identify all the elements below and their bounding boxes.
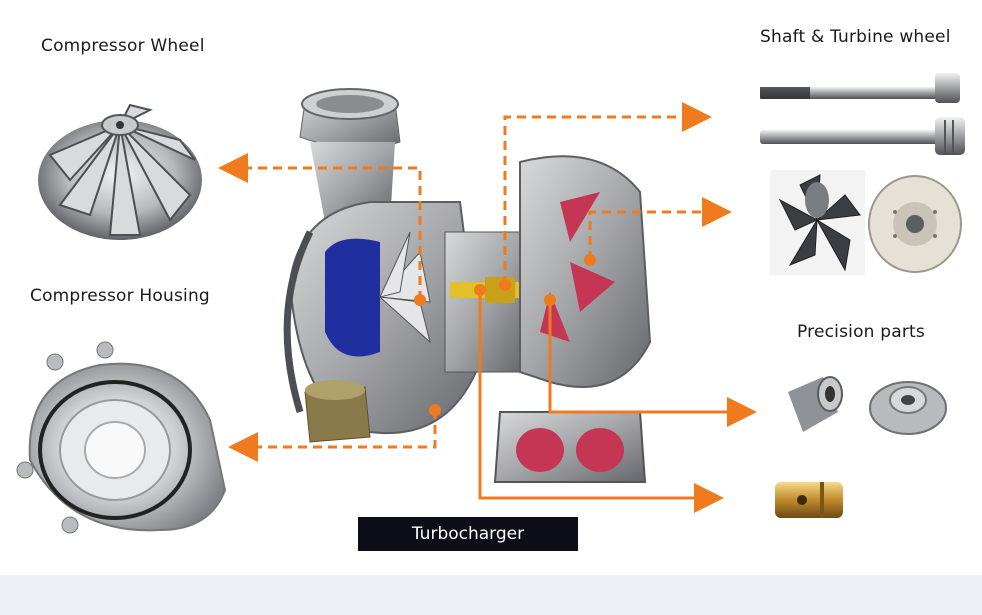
label-precision-parts: Precision parts: [797, 322, 925, 342]
label-compressor-housing: Compressor Housing: [30, 286, 210, 306]
turbocharger-caption: Turbocharger: [358, 517, 578, 551]
brass-bearing-image: [775, 482, 843, 518]
turbocharger-cutaway-image: [283, 88, 652, 483]
shaft-image: [760, 73, 965, 155]
compressor-housing-image: [16, 341, 227, 534]
bushing-image: [788, 376, 843, 432]
footer-band: [0, 575, 982, 615]
label-compressor-wheel: Compressor Wheel: [41, 36, 205, 56]
bearing-disc-image: [868, 175, 962, 273]
turbine-wheel-image: [770, 170, 865, 275]
thrust-collar-image: [869, 381, 947, 435]
compressor-wheel-image: [38, 103, 202, 240]
label-shaft-turbine-wheel: Shaft & Turbine wheel: [760, 27, 951, 47]
